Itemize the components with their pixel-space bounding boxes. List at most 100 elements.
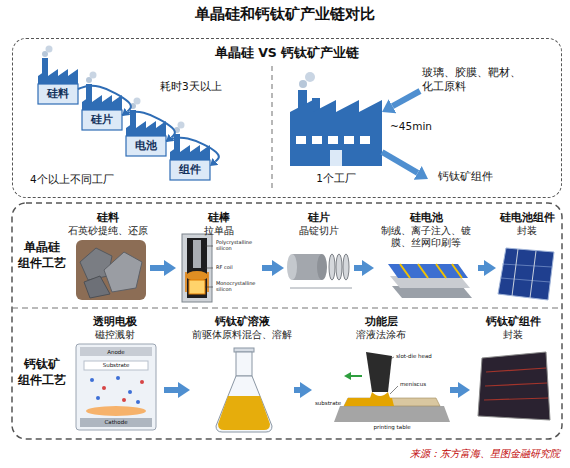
node-title: 单晶硅 VS 钙钛矿产业链 [13, 45, 561, 62]
factory-box: 组件 [170, 160, 210, 180]
process-step: 硅电池组件封装 [496, 208, 558, 303]
flow-arrow [450, 387, 458, 393]
node-title: 硅电池组件 [496, 210, 558, 225]
part-label: substrate [315, 400, 341, 406]
node-subtitle: 石英砂提纯、还原 [66, 225, 150, 237]
crystal-puller-picture [182, 234, 212, 302]
factory-icon [296, 136, 306, 144]
node-title: 硅料 [66, 210, 150, 225]
part-label: printing table [350, 424, 434, 430]
cell-picture [388, 264, 468, 278]
perovskite-module-picture [485, 383, 547, 386]
wafer-picture [287, 254, 352, 288]
divider-line [12, 307, 562, 308]
module-picture [512, 249, 518, 296]
factory-icon [290, 72, 382, 166]
cell-picture [400, 264, 410, 278]
part-label: Monocrystalline silicon [216, 281, 268, 293]
sputter-picture [102, 386, 106, 390]
sputter-picture [80, 418, 152, 427]
node-title: 钙钛矿组件 [428, 169, 502, 185]
sputter-picture [84, 361, 148, 370]
cell-picture [418, 264, 428, 278]
curved-arrow [78, 86, 131, 112]
curved-arrow [122, 112, 175, 138]
flow-arrow [382, 152, 418, 173]
crystal-puller-picture [207, 272, 209, 292]
part-label: Cathode [80, 419, 152, 425]
flow-arrow [262, 265, 272, 271]
sputter-picture [122, 398, 126, 402]
part-label: slot-die head [396, 353, 432, 359]
part-label: Substrate [84, 362, 148, 368]
factory-icon [299, 80, 307, 88]
sputter-picture [140, 380, 144, 384]
sputter-picture [76, 344, 156, 430]
single-factory: 1个工厂 [290, 82, 382, 186]
perovskite-module-picture [478, 352, 550, 420]
perovskite-module-picture [478, 352, 550, 420]
crystal-puller-picture [205, 287, 213, 288]
process-step: 功能层溶液法涂布 [312, 312, 450, 436]
node-title: 玻璃、胶膜、靶材、化工原料 [420, 64, 524, 95]
flask-picture [216, 348, 272, 432]
node-subtitle: 封装 [496, 225, 558, 237]
slot-die-picture [344, 398, 440, 406]
factory-icon [38, 46, 78, 105]
node-title: 电池 [135, 139, 157, 153]
sputter-picture [116, 376, 120, 380]
flow-arrow [150, 265, 164, 271]
node-title: 硅棒 [176, 210, 262, 225]
factory-icon [126, 98, 166, 157]
flow-arrow [294, 387, 300, 393]
flow-arrow [478, 265, 484, 271]
module-picture [530, 251, 536, 298]
crystal-puller-picture [193, 240, 201, 268]
part-label: meniscus [400, 381, 426, 387]
part-label: Polycrystalline silicon [216, 240, 268, 252]
perovskite-module-picture [486, 368, 546, 372]
node-title: 硅片 [284, 210, 354, 225]
perovskite-module-picture [484, 398, 548, 400]
slot-die-picture [344, 398, 394, 406]
node-title: 透明电极 [66, 314, 164, 329]
node-title: 硅片 [91, 113, 113, 127]
process-row: 钙钛矿 组件工艺透明电极磁控溅射钙钛矿溶液前驱体原料混合、溶解功能层溶液法涂布钙… [12, 309, 562, 437]
process-row: 单晶硅 组件工艺硅料石英砂提纯、还原硅棒拉单晶硅片晶锭切片硅电池制绒、离子注入、… [12, 205, 562, 307]
flow-arrow [393, 91, 420, 106]
sputter-picture [90, 378, 94, 382]
silicon-chunks-picture [76, 240, 146, 300]
crystal-puller-picture [189, 280, 205, 294]
crystal-puller-picture [205, 246, 213, 247]
node-title: 硅电池 [374, 210, 478, 225]
sputter-picture [136, 400, 140, 404]
factory-box: 硅片 [82, 110, 122, 130]
silicon-chunks-picture [84, 276, 110, 298]
wafer-picture [329, 254, 335, 280]
node-title: 1个工厂 [290, 172, 382, 186]
factory-icon [360, 136, 370, 144]
silicon-chunks-picture [104, 252, 142, 292]
flask-picture [216, 376, 272, 432]
flask-picture [234, 348, 254, 352]
factory-icon [305, 72, 315, 82]
flask-picture [236, 352, 252, 376]
factory-icon [344, 136, 354, 144]
note-label: 4个以上不同工厂 [30, 173, 114, 185]
crystal-puller-picture [182, 234, 213, 302]
note-label: 耗时3天以上 [160, 80, 222, 92]
node-subtitle: 磁控溅射 [66, 329, 164, 341]
slot-die-picture [350, 375, 362, 377]
process-step: 透明电极磁控溅射 [66, 312, 164, 436]
wafer-picture [336, 254, 342, 280]
note-label: ~45min [390, 120, 432, 132]
module-picture [502, 264, 552, 267]
node-subtitle: 制绒、离子注入、镀膜、丝网印刷等 [374, 225, 478, 249]
process-panel [12, 203, 562, 439]
factory-icon [82, 72, 122, 131]
divider-line [271, 66, 272, 190]
part-label: RF coil [216, 265, 233, 271]
output-product: 钙钛矿组件 [428, 169, 502, 189]
